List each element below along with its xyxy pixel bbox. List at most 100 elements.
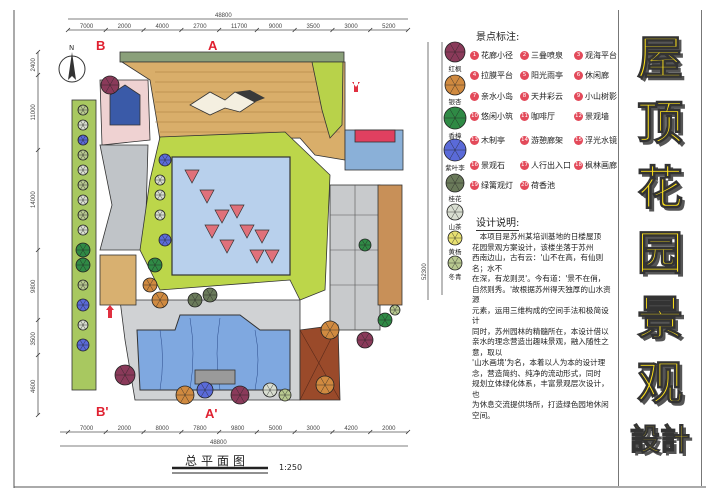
plan-title: 总平面图 xyxy=(185,454,250,468)
notes-line: 念，营造简约、纯净的流动形式，同时 xyxy=(472,368,602,378)
notes-line: '山水画境'为名，本着以人为本的设计理 xyxy=(472,358,606,367)
legend-label: 景观墙 xyxy=(585,112,609,121)
legend-label: 人行出入口 xyxy=(531,161,571,170)
dimension-label: 4000 xyxy=(155,24,169,30)
notes-line: 本项目是苏州某培训基地的日楼屋顶 xyxy=(472,232,602,241)
marker-number: 8 xyxy=(520,92,529,101)
triangle-island xyxy=(254,229,270,244)
legend-label: 亲水小岛 xyxy=(481,92,513,101)
dimension-label: 11700 xyxy=(231,24,248,30)
legend-label: 游憩廊架 xyxy=(531,136,563,145)
marker-number: 20 xyxy=(520,181,529,190)
dimension-label: 7000 xyxy=(80,24,94,30)
dimension-label: 2000 xyxy=(382,426,396,432)
plant-label: 香樟 xyxy=(448,132,462,140)
plan-scale: 1:250 xyxy=(279,463,303,472)
section-mark-b-end: B' xyxy=(96,404,108,419)
legend-label: 浮光水镜 xyxy=(585,136,617,145)
dimension-label: 2000 xyxy=(118,24,132,30)
legend-label: 木制亭 xyxy=(481,136,505,145)
plant-label: 银杏 xyxy=(448,98,462,106)
dimension-label: 11000 xyxy=(31,104,37,121)
dimension-label: 2400 xyxy=(31,57,37,71)
dimension-label: 5000 xyxy=(269,426,283,432)
flower-pergola xyxy=(99,254,137,306)
north-arrow-icon: N xyxy=(58,44,86,83)
title-panel: 屋顶花园景观 設計 xyxy=(618,10,702,486)
marker-number: 7 xyxy=(470,92,479,101)
marker-number: 12 xyxy=(574,112,583,121)
section-mark-a: A xyxy=(208,38,218,53)
marker-number: 16 xyxy=(470,161,479,170)
legend-label: 枫林画廊 xyxy=(585,161,617,170)
section-mark-b: B xyxy=(96,38,105,53)
legend-label: 小山树影 xyxy=(585,92,617,101)
plant-label: 冬青 xyxy=(448,273,462,281)
dimension-label: 4600 xyxy=(31,379,37,393)
title-char: 景 xyxy=(637,291,684,346)
fountain-pool xyxy=(109,84,141,126)
svg-text:N: N xyxy=(69,44,74,52)
marker-number: 18 xyxy=(574,161,583,170)
notes-line: 西南边山，古有云：'山不在高，有仙则名；水不 xyxy=(472,253,604,273)
top-total-dimension: 48800 xyxy=(215,13,232,19)
triangle-island xyxy=(184,169,200,184)
legend-label: 天井彩云 xyxy=(531,92,563,101)
dimension-label: 9000 xyxy=(269,24,283,30)
dimension-label: 14000 xyxy=(31,191,37,208)
legend-label: 拉膜平台 xyxy=(481,71,513,80)
dimension-label: 8000 xyxy=(155,426,169,432)
dimension-label: 52300 xyxy=(422,263,428,280)
dimension-label: 3500 xyxy=(31,331,37,345)
dimension-label: 7800 xyxy=(193,426,207,432)
dimension-label: 5200 xyxy=(382,24,396,30)
marker-number: 15 xyxy=(574,136,583,145)
triangle-island xyxy=(249,249,265,264)
legend-heading: 景点标注: xyxy=(476,32,520,43)
dimension-label: 3500 xyxy=(307,24,321,30)
membrane-shadow xyxy=(235,90,265,102)
notes-line: 规划立体绿化体系，丰富景观层次设计，也 xyxy=(472,379,609,399)
cafe-deck xyxy=(377,184,403,306)
stepping-stones xyxy=(194,369,236,385)
notes-line: 为休息交流提供场所，打造绿色园地休闲空间。 xyxy=(472,400,609,420)
marker-number: 13 xyxy=(470,136,479,145)
plant-label: 紫叶李 xyxy=(445,164,465,172)
legend-label: 三叠喷泉 xyxy=(531,51,563,60)
dimension-label: 2000 xyxy=(118,426,132,432)
title-char: 顶 xyxy=(637,96,684,151)
triangle-island xyxy=(204,224,220,239)
legend-label: 观海平台 xyxy=(585,51,617,60)
top-dimension-lines xyxy=(68,18,408,31)
dimension-label: 7000 xyxy=(80,426,94,432)
dimension-label: 2700 xyxy=(193,24,207,30)
left-paving xyxy=(99,144,149,251)
hedge-strip xyxy=(119,51,345,63)
triangle-island xyxy=(199,189,215,204)
green-triangle-terrace xyxy=(311,61,344,139)
triangle-island xyxy=(264,249,280,264)
dimension-label: 9800 xyxy=(231,426,245,432)
triangle-island xyxy=(239,224,255,239)
title-char: 园 xyxy=(637,226,684,281)
dimension-label: 3000 xyxy=(344,24,358,30)
marker-number: 5 xyxy=(520,71,529,80)
plant-label: 桂花 xyxy=(448,195,462,203)
design-notes-heading: 设计说明: xyxy=(476,214,520,231)
title-char: 观 xyxy=(637,356,684,411)
dimension-label: 9800 xyxy=(31,279,37,293)
bottom-total-dimension: 48800 xyxy=(210,440,227,446)
title-char: 花 xyxy=(637,161,684,216)
